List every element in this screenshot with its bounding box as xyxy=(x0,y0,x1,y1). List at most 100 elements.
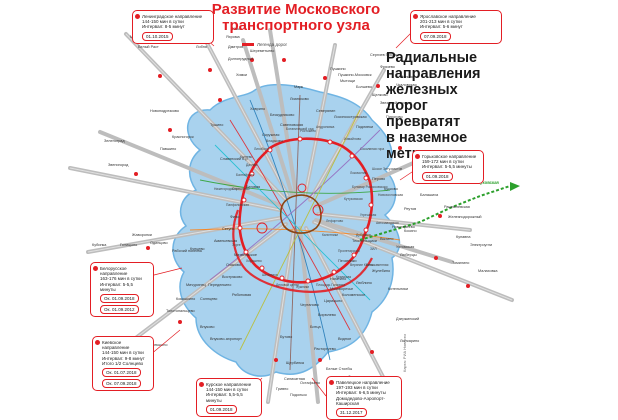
place-label: Долгопрудный xyxy=(228,57,253,61)
callout-box: Ярославское направление 201-213 мин в су… xyxy=(410,10,502,44)
place-label: Лыткарино xyxy=(400,339,419,343)
callout-line: 197-193 мин в сутки xyxy=(336,385,378,391)
callout-line: Белорусское направление xyxy=(100,266,128,277)
callout-line: Интервал: 5-5,5 минуты xyxy=(100,281,133,292)
place-label: Нижегородская xyxy=(214,187,238,191)
callout-date: Ок. 01.07.2018 xyxy=(102,368,141,378)
place-label: Рабочий поселок xyxy=(172,249,202,253)
callout-left-1: Белорусское направление 163-176 мин в су… xyxy=(90,262,154,318)
place-label: Жаворонки xyxy=(132,233,152,237)
place-label: Кунцево xyxy=(190,247,205,251)
place-label: Солнцево xyxy=(200,297,217,301)
callout-line: 144-150 мин в сутки xyxy=(206,387,248,393)
place-label: Балтийская xyxy=(236,173,254,177)
callout-top-right: Ярославское направление 201-213 мин в су… xyxy=(410,10,502,44)
place-label: Звенигород xyxy=(108,163,129,167)
place-label: Кубинка xyxy=(92,243,107,247)
place-label: Щелково xyxy=(372,93,388,97)
place-label: Малаховка xyxy=(478,269,498,273)
callout-bottom-1: Курское направление 144-150 мин в сутки … xyxy=(196,378,262,418)
mcc-ring xyxy=(238,137,374,284)
place-label: Жулебино xyxy=(372,269,390,273)
place-label: Лианозово xyxy=(290,97,309,101)
callout-line: Интервал: 8-5 минут xyxy=(142,24,185,30)
callout-date-2: Ок. 07.09.2018 xyxy=(102,379,141,389)
callout-right-middle: Горьковское направление 159-172 мин в су… xyxy=(412,150,484,184)
place-label: Подольск xyxy=(290,393,307,397)
place-label: Чкаловская xyxy=(396,83,417,87)
place-label: Тушино xyxy=(210,123,223,127)
callout-date: 01.10.2015 xyxy=(142,31,173,41)
place-label: Зорге xyxy=(232,243,241,247)
callout-top-left: Ленинградское направление 144-150 мин в … xyxy=(132,10,214,44)
place-label: Андроновка xyxy=(316,125,335,129)
map-credit: Карта: РИА Новости xyxy=(402,334,407,372)
place-label: Хорошево xyxy=(246,259,262,263)
place-label: Красногорск xyxy=(172,135,194,139)
place-label: Внуково xyxy=(200,325,214,329)
callout-box: Горьковское направление 159-172 мин в су… xyxy=(412,150,484,184)
callout-date-2: Ок. 01.09.2012 xyxy=(100,305,139,315)
page-title-line-1: Развитие Московского xyxy=(211,1,381,18)
place-label: Рашпилевская xyxy=(444,205,470,209)
place-label: Фили xyxy=(230,215,239,219)
red-diameter xyxy=(232,209,373,293)
place-label: Лефортово xyxy=(326,219,343,223)
place-label: Остафьево xyxy=(300,381,320,385)
place-label: Новохохловская xyxy=(378,193,403,197)
place-label: Кусково xyxy=(384,187,398,191)
place-label: Печатники xyxy=(338,259,356,263)
route-dot-icon xyxy=(95,340,100,345)
place-label: Лосиноостровская xyxy=(334,115,367,119)
headline-line: железных xyxy=(386,82,458,98)
place-label: Владыкино xyxy=(266,139,283,143)
callout-left-2: Киевское направление 144-150 мин в сутки… xyxy=(92,336,154,392)
place-label: Выхино xyxy=(380,237,394,241)
place-label: Яхрома xyxy=(226,35,240,39)
place-label: Бирюлево xyxy=(318,313,336,317)
place-label: Панфиловская xyxy=(226,203,249,207)
callout-line: Интервал: 9-8 минут xyxy=(102,355,145,361)
place-label: Новогиреево xyxy=(392,225,415,229)
place-label: Соколиная гора xyxy=(360,147,384,151)
place-label: Подлипки xyxy=(356,125,373,129)
place-label: Косино xyxy=(404,229,417,233)
callout-date: Ок. 01.09.2018 xyxy=(100,294,139,304)
place-label: Измайлово xyxy=(344,137,361,141)
place-label: Дачная xyxy=(246,163,257,167)
headline-line: превратят xyxy=(386,114,461,130)
place-label: Текстильщики xyxy=(352,239,377,243)
place-label: Чертаново xyxy=(300,303,319,307)
place-label: Балашиха xyxy=(420,193,439,197)
place-label: Москворечье xyxy=(330,287,353,291)
place-label: Железнодорожный xyxy=(448,215,482,219)
callout-date: 01.09.2018 xyxy=(206,404,237,415)
route-dot-icon xyxy=(135,14,140,19)
place-label: Толстопальцево xyxy=(166,309,195,313)
place-label: Лобня xyxy=(196,45,207,49)
place-label: Монино xyxy=(400,75,414,79)
headline-line: Радиальные xyxy=(386,50,478,66)
place-label: Битца xyxy=(310,325,322,329)
place-label: Бульвар Рокоссовского xyxy=(352,185,388,189)
place-label: Крекшино xyxy=(150,343,167,347)
callout-line: Интервал: 5-5,5 минуты xyxy=(422,164,472,170)
route-dot-icon xyxy=(329,380,334,385)
place-label: Крымская xyxy=(336,275,351,279)
callout-line: Интервал: 6-6,5 минуты xyxy=(336,390,386,396)
place-label: Пушкино-Московск xyxy=(338,73,372,77)
arrow-icon xyxy=(510,182,520,191)
place-label: Ботанический сад xyxy=(286,127,314,131)
callout-bottom-2: Павелецкое направление 197-193 мин в сут… xyxy=(326,376,402,420)
place-label: Белокаменная xyxy=(366,263,389,267)
place-label: Пушкино xyxy=(330,67,346,71)
place-label: Савеловская xyxy=(280,123,303,127)
place-label: Шоссе Энтузиастов xyxy=(372,167,402,171)
page-title: Развитие Московского транспортного узла xyxy=(196,2,396,34)
place-label: Люблино xyxy=(356,281,372,285)
headline-line: направления xyxy=(386,66,481,82)
callout-box: Павелецкое направление 197-193 мин в сут… xyxy=(326,376,402,420)
place-label: Павшино xyxy=(160,147,176,151)
callout-box: Белорусское направление 163-176 мин в су… xyxy=(90,262,154,318)
callout-line: Итого 1/2 Солнцево xyxy=(102,360,144,366)
